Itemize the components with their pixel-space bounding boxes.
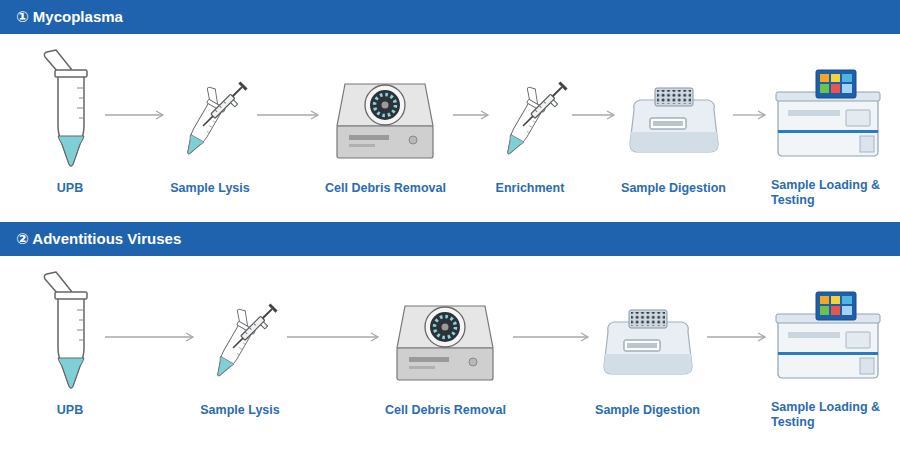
centrifuge-icon <box>397 306 493 380</box>
step-label: UPB <box>57 403 83 418</box>
flow-arrow <box>257 111 318 119</box>
flow-arrow <box>513 333 588 341</box>
process-step: Sample Digestion <box>594 280 701 418</box>
process-step: Cell Debris Removal <box>384 280 507 418</box>
step-label: Sample Loading & Testing <box>771 400 883 430</box>
instrument-icon <box>776 292 880 378</box>
flow-arrow <box>287 333 378 341</box>
process-step: Sample Loading & Testing <box>771 280 885 430</box>
heat-block-icon <box>630 88 718 152</box>
pipette-icon <box>204 303 280 380</box>
centrifuge-icon <box>337 84 433 158</box>
flow-arrow <box>453 111 488 119</box>
tube-icon <box>44 50 87 166</box>
flow-arrow <box>707 333 765 341</box>
step-label: Sample Loading & Testing <box>771 178 883 208</box>
section-band: ① Mycoplasma <box>0 0 900 34</box>
process-step: Sample Loading & Testing <box>771 58 885 208</box>
flow-arrow <box>105 333 193 341</box>
flow-arrow <box>572 111 614 119</box>
process-step: Sample Digestion <box>620 58 727 196</box>
process-step: Sample Lysis <box>169 58 251 196</box>
flow-arrow <box>105 111 163 119</box>
step-label: Sample Lysis <box>200 403 279 418</box>
step-label: Cell Debris Removal <box>385 403 506 418</box>
process-step: Enrichment <box>494 58 566 196</box>
step-label: Enrichment <box>496 181 565 196</box>
section-title: ① Mycoplasma <box>0 8 123 26</box>
heat-block-icon <box>604 310 692 374</box>
instrument-icon <box>776 70 880 156</box>
section-band: ② Adventitious Viruses <box>0 222 900 256</box>
pipette-icon <box>174 81 250 158</box>
step-label: Sample Digestion <box>621 181 726 196</box>
pipette-icon <box>494 81 570 158</box>
process-step: UPB <box>41 58 99 196</box>
process-step: Sample Lysis <box>199 280 281 418</box>
step-label: Sample Lysis <box>170 181 249 196</box>
step-label: UPB <box>57 181 83 196</box>
step-label: Cell Debris Removal <box>325 181 446 196</box>
section-title: ② Adventitious Viruses <box>0 230 181 248</box>
flow-arrow <box>733 111 765 119</box>
tube-icon <box>44 272 87 388</box>
step-label: Sample Digestion <box>595 403 700 418</box>
process-step: UPB <box>41 280 99 418</box>
process-step: Cell Debris Removal <box>324 58 447 196</box>
